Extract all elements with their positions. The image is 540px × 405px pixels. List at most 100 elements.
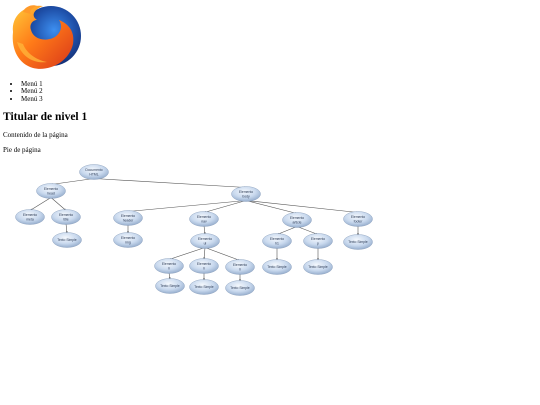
tree-node-label: article — [292, 220, 301, 224]
tree-edge — [276, 226, 298, 235]
tree-node-label: footer — [354, 219, 364, 223]
tree-node-label: Texto Simple — [230, 286, 250, 290]
tree-node-label: Elemento — [311, 237, 325, 241]
tree-node-label: meta — [26, 217, 34, 221]
menu-item[interactable]: Menú 1 — [21, 80, 43, 88]
tree-edge — [50, 197, 67, 211]
firefox-logo — [12, 5, 81, 69]
tree-node-label: Elemento — [44, 187, 58, 191]
tree-node-shape — [113, 232, 143, 248]
tree-edge — [203, 200, 247, 213]
tree-node-label: li — [168, 266, 170, 270]
tree-node-shape — [79, 164, 109, 180]
tree-edge — [93, 178, 247, 188]
tree-node-label: head — [47, 191, 55, 195]
tree-node-label: header — [123, 218, 134, 222]
tree-node-label: Elemento — [351, 215, 365, 219]
tree-node-footer-text: Texto Simple — [343, 234, 373, 250]
tree-edge — [245, 200, 298, 214]
tree-node-shape — [154, 258, 184, 274]
tree-node-label: ul — [204, 241, 207, 245]
tree-node-label: HTML — [89, 172, 98, 176]
tree-node-p-text: Texto Simple — [303, 259, 333, 275]
tree-node-label: Elemento — [198, 237, 212, 241]
tree-edge — [296, 226, 319, 235]
tree-node-label: Documento — [85, 168, 102, 172]
tree-node-shape — [262, 259, 292, 275]
tree-node-shape — [343, 234, 373, 250]
tree-node-label: Elemento — [23, 213, 37, 217]
tree-node-label: p — [317, 241, 319, 245]
tree-node-label: Elemento — [162, 262, 176, 266]
tree-edge — [203, 247, 206, 260]
tree-node-label: img — [125, 240, 131, 244]
tree-edge — [204, 247, 241, 261]
tree-node-label: title — [63, 217, 68, 221]
tree-node-label: Elemento — [233, 263, 247, 267]
tree-node-label: Elemento — [290, 216, 304, 220]
tree-node-label: Elemento — [197, 262, 211, 266]
tree-node-label: li — [239, 267, 241, 271]
tree-node-label: Texto Simple — [348, 240, 368, 244]
menu-item[interactable]: Menú 3 — [21, 95, 43, 103]
menu-list: Menú 1 Menú 2 Menú 3 — [8, 80, 43, 103]
tree-node-shape — [113, 210, 143, 226]
page-content: Contenido de la página — [3, 131, 68, 139]
page-heading: Titular de nivel 1 — [3, 111, 88, 123]
tree-node-shape — [189, 258, 219, 274]
tree-node-shape — [52, 232, 82, 248]
tree-node-shape — [225, 259, 255, 275]
tree-node-label: Texto Simple — [308, 265, 328, 269]
tree-node-shape — [262, 233, 292, 249]
tree-node-label: Elemento — [239, 190, 253, 194]
tree-edge — [168, 247, 206, 260]
tree-node-label: nav — [201, 219, 207, 223]
tree-node-label: Texto Simple — [57, 238, 77, 242]
tree-node-shape — [155, 278, 185, 294]
tree-node-shape — [231, 186, 261, 202]
tree-node-label: h1 — [275, 241, 279, 245]
tree-node-shape — [225, 280, 255, 296]
tree-node-li3-text: Texto Simple — [225, 280, 255, 296]
tree-node-li2-text: Texto Simple — [189, 279, 219, 295]
tree-node-shape — [36, 183, 66, 199]
tree-edge — [127, 200, 247, 212]
tree-node-li1-text: Texto Simple — [155, 278, 185, 294]
tree-edge — [50, 178, 95, 185]
tree-node-shape — [189, 279, 219, 295]
tree-node-shape — [190, 233, 220, 249]
tree-node-shape — [343, 211, 373, 227]
tree-node-label: Elemento — [121, 236, 135, 240]
tree-node-title-text: Texto Simple — [52, 232, 82, 248]
tree-edge — [29, 197, 52, 211]
tree-node-shape — [303, 233, 333, 249]
tree-node-label: Elemento — [197, 215, 211, 219]
tree-node-h1-text: Texto Simple — [262, 259, 292, 275]
tree-node-label: body — [242, 194, 250, 198]
tree-node-shape — [282, 212, 312, 228]
tree-node-shape — [303, 259, 333, 275]
tree-node-shape — [51, 209, 81, 225]
tree-node-shape — [15, 209, 45, 225]
tree-node-label: Texto Simple — [267, 265, 287, 269]
menu-item[interactable]: Menú 2 — [21, 87, 43, 95]
tree-node-label: Texto Simple — [194, 285, 214, 289]
tree-node-label: Elemento — [270, 237, 284, 241]
tree-edge — [245, 200, 359, 213]
tree-node-label: Texto Simple — [160, 284, 180, 288]
